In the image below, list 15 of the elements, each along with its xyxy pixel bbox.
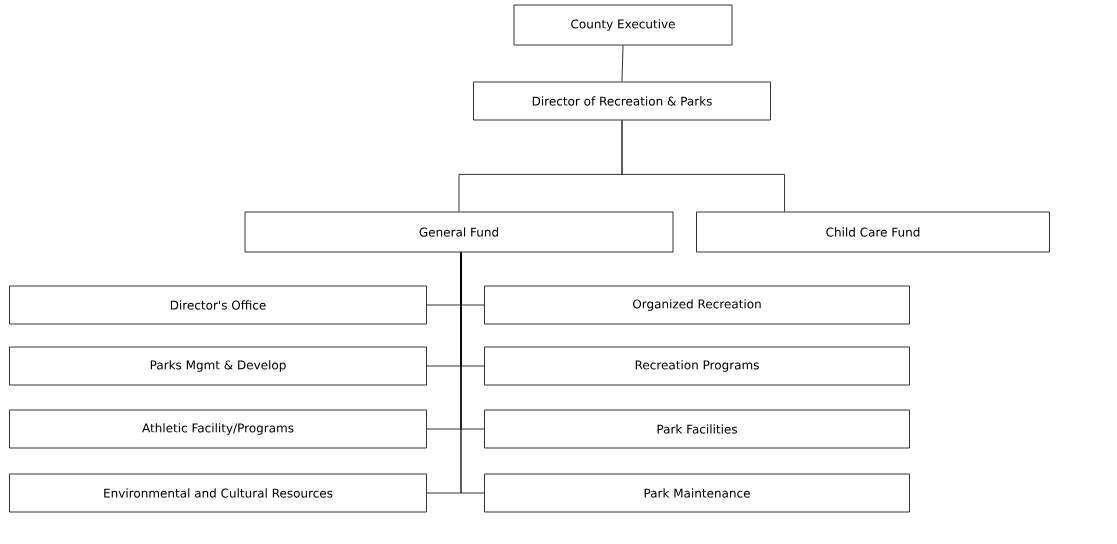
org-box: Director of Recreation & Parks [473,81,771,121]
connector-line [621,120,785,212]
org-box: Park Facilities [484,409,910,449]
org-box: Child Care Fund [696,211,1050,253]
org-box: Environmental and Cultural Resources [9,473,427,513]
org-box: Athletic Facility/Programs [9,409,427,449]
connector-line [621,45,624,82]
connector-line [460,252,485,494]
org-box: Parks Mgmt & Develop [9,346,427,386]
org-box: General Fund [244,211,674,253]
org-box: County Executive [513,4,733,46]
org-box: Director's Office [9,285,427,325]
org-box: Recreation Programs [484,346,910,386]
org-box: Organized Recreation [484,285,910,325]
org-box: Park Maintenance [484,473,910,513]
